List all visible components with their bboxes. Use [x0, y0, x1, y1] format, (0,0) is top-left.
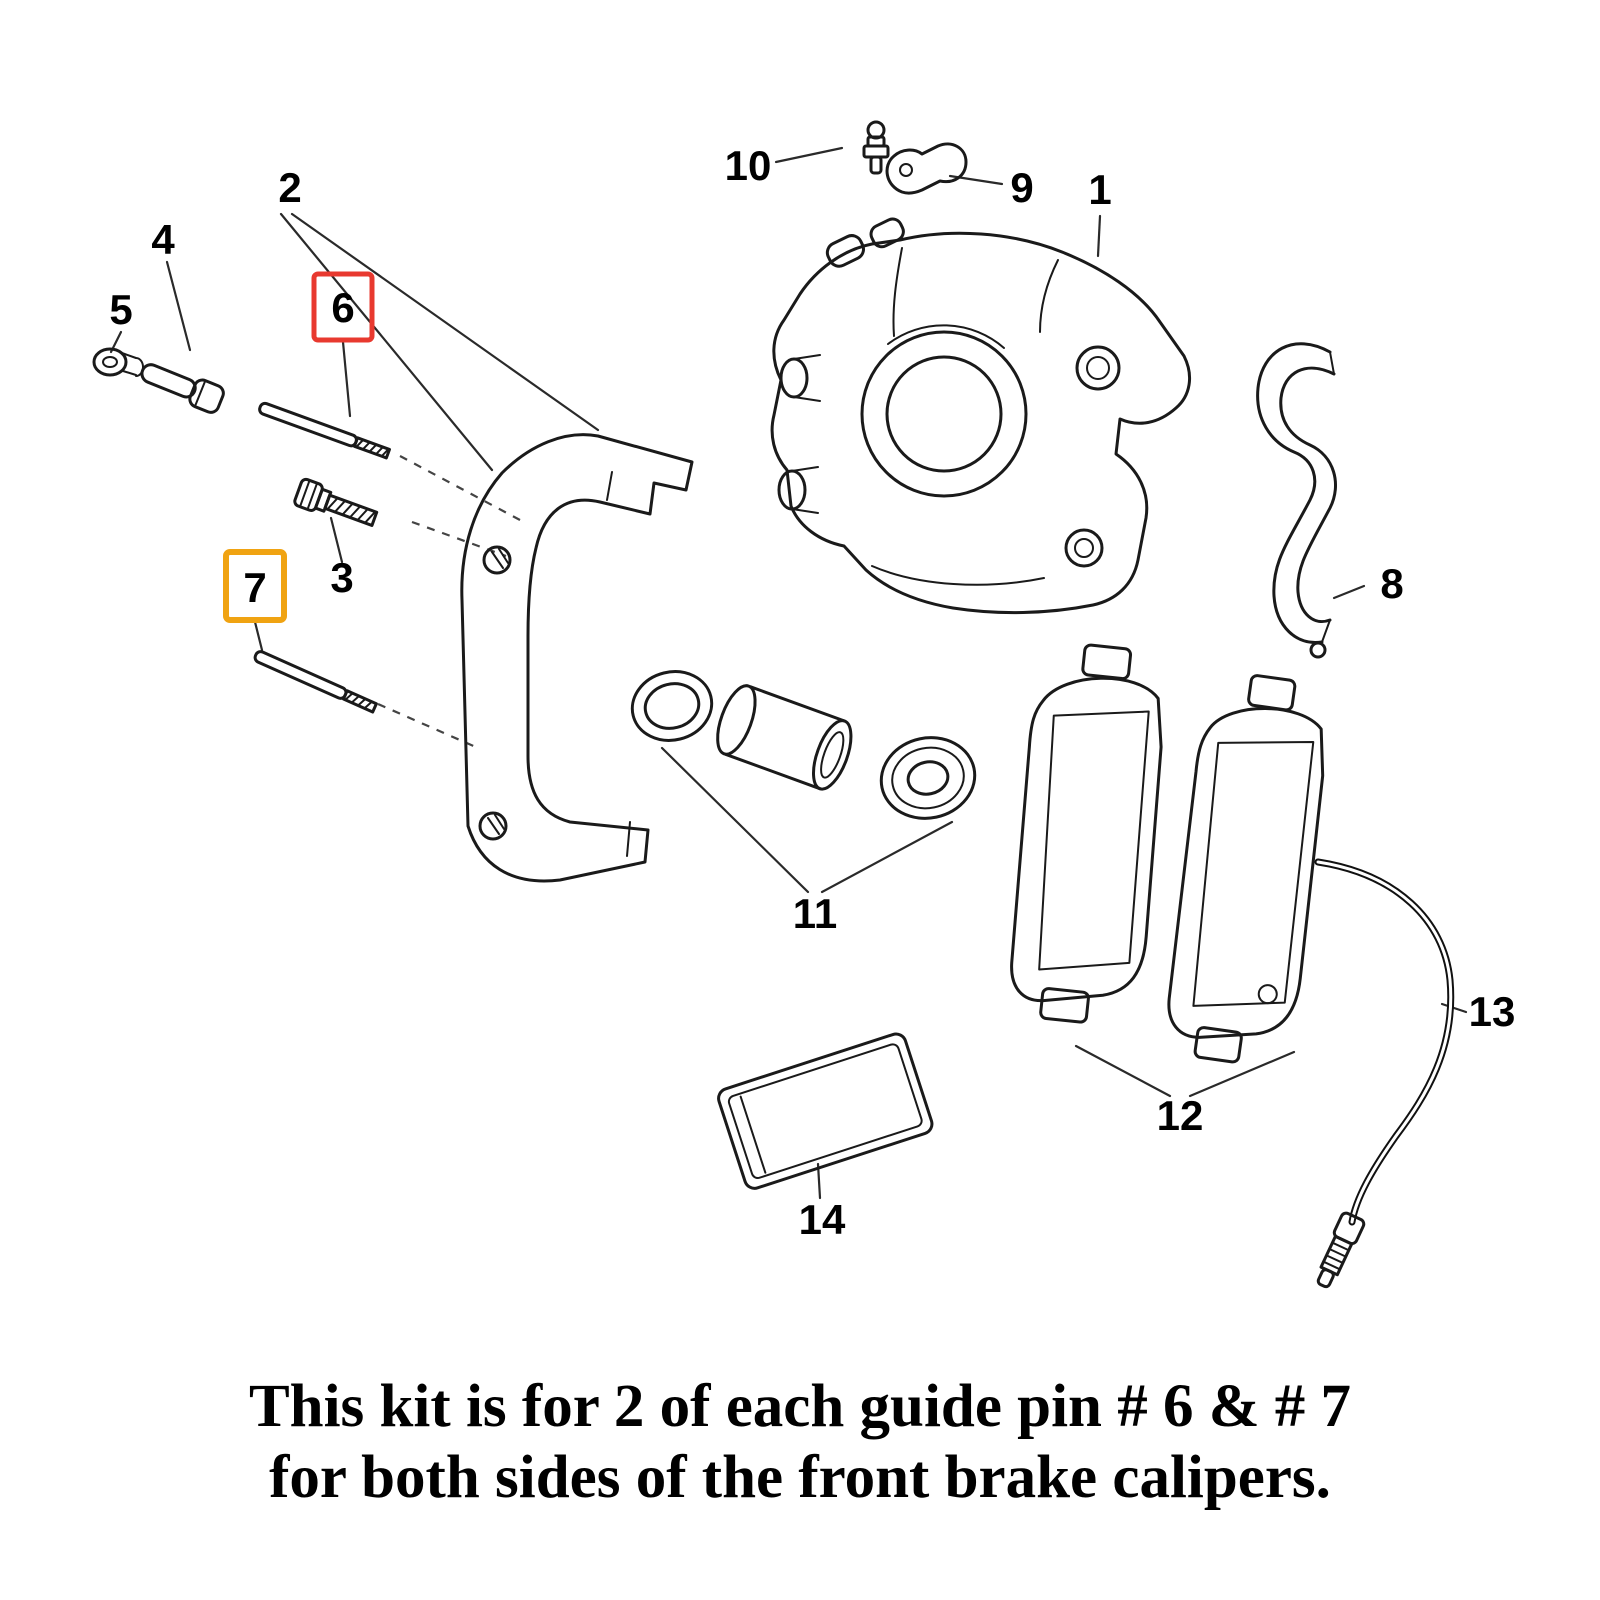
caliper-carrier-part2-drawing — [460, 433, 694, 883]
anti-rattle-spring-part8-drawing — [1256, 342, 1338, 659]
label-part11: 11 — [793, 890, 837, 937]
retaining-clip-part9-drawing — [885, 142, 968, 195]
guide-sleeve-part4-drawing — [140, 363, 225, 414]
label-part7: 7 — [243, 564, 266, 611]
label-part14: 14 — [799, 1196, 846, 1243]
leader-lines — [109, 146, 1468, 1200]
label-part3: 3 — [330, 554, 353, 601]
label-part10: 10 — [725, 142, 772, 189]
bleeder-valve-part10-drawing — [862, 120, 890, 175]
caption-line-1: This kit is for 2 of each guide pin # 6 … — [248, 1373, 1352, 1440]
label-part4: 4 — [151, 216, 175, 263]
label-part8: 8 — [1380, 560, 1403, 607]
bolt-part3-drawing — [293, 477, 379, 527]
brake-pads-part12-drawing — [1010, 643, 1325, 1064]
grease-packet-part14-drawing — [717, 1032, 934, 1190]
guide-pin-part7-drawing — [253, 650, 378, 714]
caption-line-2: for both sides of the front brake calipe… — [269, 1443, 1331, 1511]
label-part1: 1 — [1088, 166, 1111, 213]
guide-pin-part6-drawing — [258, 401, 391, 460]
highlight-box-part7 — [223, 549, 287, 623]
label-part6: 6 — [331, 284, 354, 331]
highlight-box-part6 — [311, 271, 375, 343]
kit-caption: This kit is for 2 of each guide pin # 6 … — [0, 1372, 1600, 1514]
wear-sensor-part13-drawing — [1314, 858, 1455, 1289]
assembly-guide-lines — [377, 455, 521, 750]
part-labels: 1 2 3 4 5 6 7 8 9 10 11 12 13 14 — [109, 142, 1515, 1243]
label-part13: 13 — [1469, 988, 1516, 1035]
label-part5: 5 — [109, 286, 132, 333]
label-part9: 9 — [1010, 164, 1033, 211]
bushing-part5-drawing — [92, 347, 144, 377]
label-part12: 12 — [1157, 1092, 1204, 1139]
piston-repair-kit-part11-drawing — [630, 670, 977, 820]
brake-caliper-part1-drawing — [770, 217, 1192, 615]
label-part2: 2 — [278, 164, 301, 211]
